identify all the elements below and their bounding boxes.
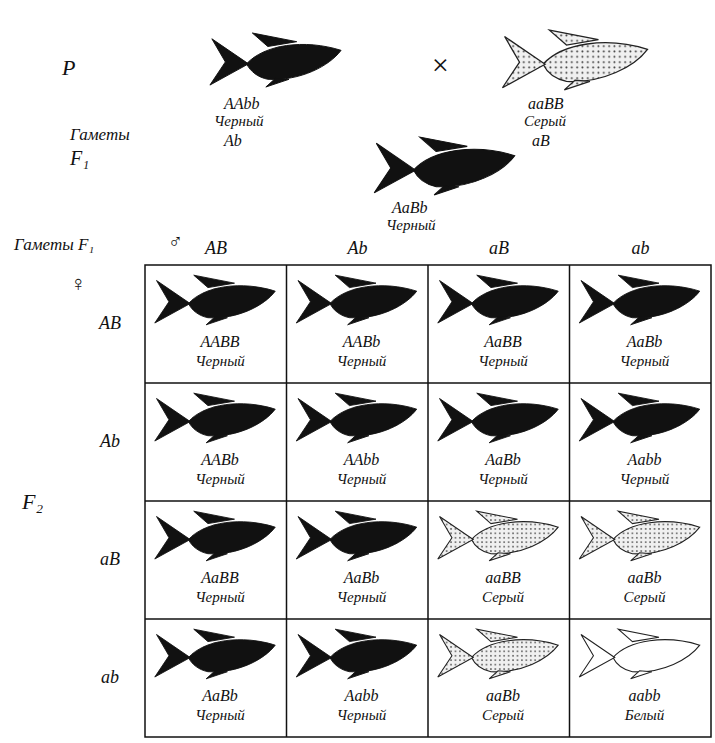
fish-black xyxy=(155,629,275,679)
gamete-header: aB xyxy=(100,550,120,570)
genotype-label: AaBb xyxy=(485,451,521,469)
fish-white xyxy=(579,629,699,679)
fish-black xyxy=(438,393,558,443)
fish-black xyxy=(374,137,515,195)
genotype-label: AABB xyxy=(200,333,239,351)
phenotype-label: Серый xyxy=(482,707,524,724)
female-symbol: ♀ xyxy=(70,272,87,296)
gamete-label: aB xyxy=(532,132,550,150)
genotype-label: aaBb xyxy=(486,687,520,705)
fish-black xyxy=(579,393,699,443)
genotype-label: AaBb xyxy=(627,333,663,351)
genotype-label: AaBB xyxy=(201,569,238,587)
cross-symbol: × xyxy=(430,48,450,81)
punnett-grid xyxy=(145,265,711,737)
generation-label: P xyxy=(62,56,75,80)
phenotype-label: Черный xyxy=(195,471,245,488)
gamete-header: Ab xyxy=(100,432,120,452)
phenotype-label: Черный xyxy=(620,353,670,370)
gamete-header: aB xyxy=(489,239,509,259)
genotype-label: aaBB xyxy=(485,569,521,587)
gamete-header: ab xyxy=(101,668,119,688)
phenotype-label: Черный xyxy=(337,589,387,606)
phenotype-label: Черный xyxy=(195,353,245,370)
phenotype-label: Белый xyxy=(625,707,664,724)
generation-label: F₁ xyxy=(70,147,89,169)
phenotype-label: Черный xyxy=(478,353,528,370)
fish-black xyxy=(155,511,275,561)
phenotype-label: Черный xyxy=(337,471,387,488)
fish-black xyxy=(296,393,416,443)
genotype-label: AAbb xyxy=(224,95,260,113)
fish-black xyxy=(296,275,416,325)
genotype-label: AaBb xyxy=(392,199,428,217)
phenotype-label: Черный xyxy=(478,471,528,488)
phenotype-label: Серый xyxy=(624,589,666,606)
genotype-label: Aabb xyxy=(345,687,379,705)
fish-black xyxy=(438,275,558,325)
fish-grey xyxy=(579,511,699,561)
phenotype-label: Черный xyxy=(214,113,264,130)
gamete-header: AB xyxy=(99,314,121,334)
phenotype-label: Черный xyxy=(195,589,245,606)
gametes-label: Гаметы F₁ xyxy=(14,236,94,255)
phenotype-label: Черный xyxy=(195,707,245,724)
fish-black xyxy=(296,511,416,561)
genotype-label: aabb xyxy=(629,687,661,705)
phenotype-label: Черный xyxy=(337,353,387,370)
genotype-label: aaBb xyxy=(628,569,662,587)
genotype-label: AaBb xyxy=(344,569,380,587)
genotype-label: aaBB xyxy=(528,95,564,113)
genotype-label: AABb xyxy=(343,333,380,351)
phenotype-label: Черный xyxy=(386,217,436,234)
genotype-label: AABb xyxy=(201,451,238,469)
gamete-header: AB xyxy=(205,239,227,259)
gamete-header: Ab xyxy=(348,239,368,259)
genotype-label: AaBb xyxy=(202,687,238,705)
fish-black xyxy=(155,275,275,325)
fish-grey xyxy=(438,511,558,561)
generation-label: F₂ xyxy=(22,490,43,514)
phenotype-label: Серый xyxy=(524,113,566,130)
phenotype-label: Черный xyxy=(620,471,670,488)
phenotype-label: Черный xyxy=(337,707,387,724)
phenotype-label: Серый xyxy=(482,589,524,606)
fish-grey xyxy=(438,629,558,679)
genotype-label: AaBB xyxy=(484,333,521,351)
male-symbol: ♂ xyxy=(168,230,183,252)
fish-black xyxy=(296,629,416,679)
fish-black xyxy=(210,33,341,87)
fish-black xyxy=(579,275,699,325)
fish-black xyxy=(155,393,275,443)
fish-grey xyxy=(502,30,647,90)
gamete-header: ab xyxy=(632,239,650,259)
gamete-label: Ab xyxy=(224,132,242,150)
genotype-label: AAbb xyxy=(344,451,380,469)
gametes-label: Гаметы xyxy=(70,126,130,145)
genotype-label: Aabb xyxy=(628,451,662,469)
